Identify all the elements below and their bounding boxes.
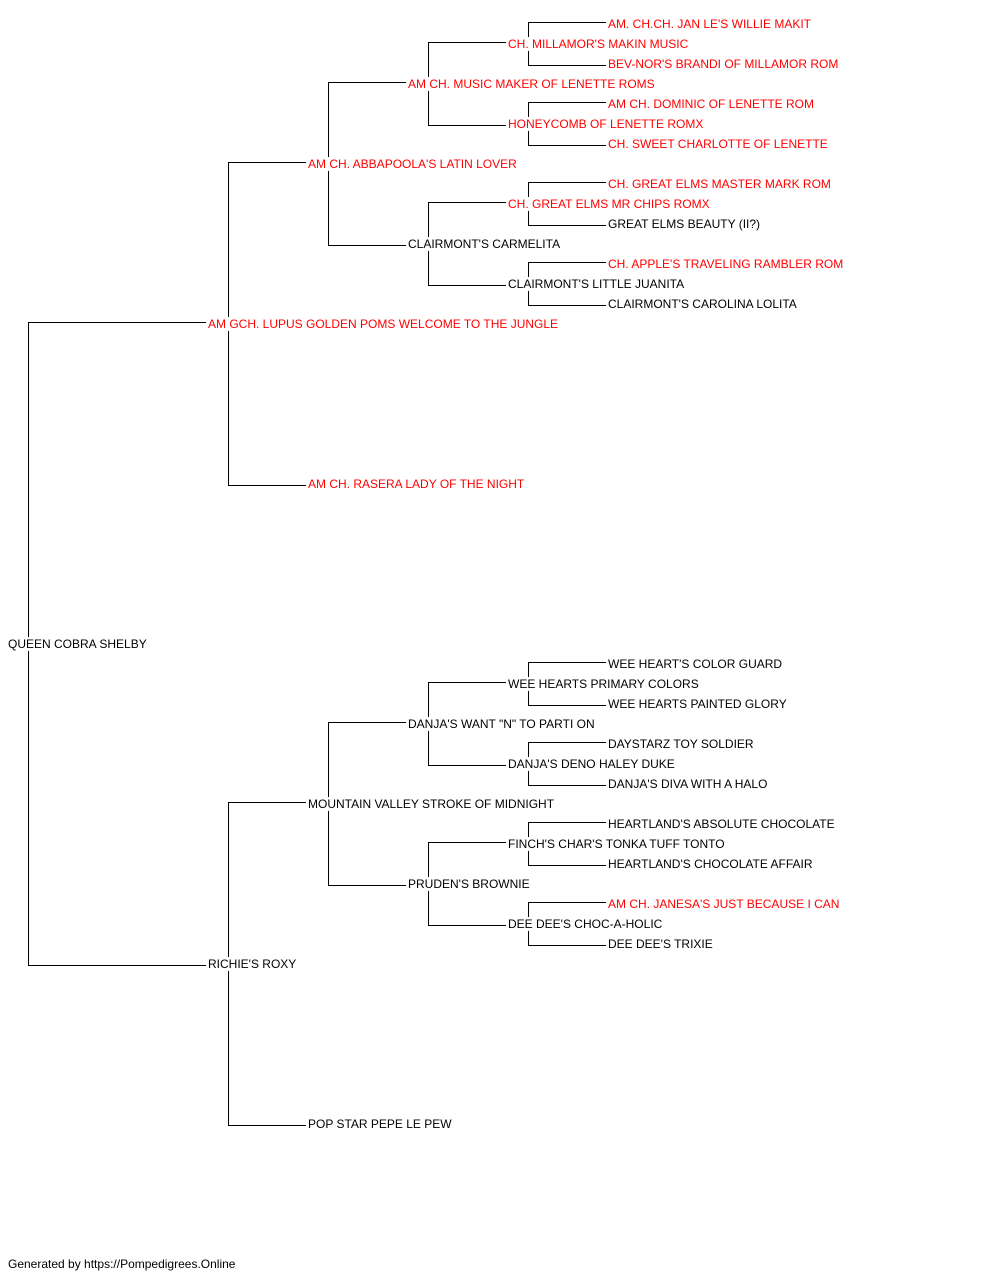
gen5-ancestor: AM CH. JANESA'S JUST BECAUSE I CAN <box>607 897 841 911</box>
gen5-ancestor: AM CH. DOMINIC OF LENETTE ROM <box>607 97 816 111</box>
ds-sire: DANJA'S WANT "N" TO PARTI ON <box>407 717 596 731</box>
sire: AM GCH. LUPUS GOLDEN POMS WELCOME TO THE… <box>207 317 560 331</box>
gen5-ancestor: WEE HEART'S COLOR GUARD <box>607 657 784 671</box>
ss-dam: CLAIRMONT'S CARMELITA <box>407 237 562 251</box>
sss-sire: CH. MILLAMOR'S MAKIN MUSIC <box>507 37 690 51</box>
ds-dam: PRUDEN'S BROWNIE <box>407 877 531 891</box>
gen5-ancestor: DANJA'S DIVA WITH A HALO <box>607 777 769 791</box>
gen5-ancestor: CH. SWEET CHARLOTTE OF LENETTE <box>607 137 829 151</box>
sire-dam: AM CH. RASERA LADY OF THE NIGHT <box>307 477 526 491</box>
gen5-ancestor: CH. GREAT ELMS MASTER MARK ROM <box>607 177 832 191</box>
gen5-ancestor: BEV-NOR'S BRANDI OF MILLAMOR ROM <box>607 57 840 71</box>
gen5-ancestor: DEE DEE'S TRIXIE <box>607 937 714 951</box>
ssd-sire: CH. GREAT ELMS MR CHIPS ROMX <box>507 197 711 211</box>
gen5-ancestor: CLAIRMONT'S CAROLINA LOLITA <box>607 297 798 311</box>
gen5-ancestor: HEARTLAND'S CHOCOLATE AFFAIR <box>607 857 814 871</box>
dsd-sire: FINCH'S CHAR'S TONKA TUFF TONTO <box>507 837 726 851</box>
gen5-ancestor: AM. CH.CH. JAN LE'S WILLIE MAKIT <box>607 17 812 31</box>
subject-dog: QUEEN COBRA SHELBY <box>7 637 148 651</box>
gen5-ancestor: CH. APPLE'S TRAVELING RAMBLER ROM <box>607 257 845 271</box>
dsd-dam: DEE DEE'S CHOC-A-HOLIC <box>507 917 664 931</box>
dss-sire: WEE HEARTS PRIMARY COLORS <box>507 677 700 691</box>
sss-dam: HONEYCOMB OF LENETTE ROMX <box>507 117 705 131</box>
gen5-ancestor: DAYSTARZ TOY SOLDIER <box>607 737 755 751</box>
dam-sire: MOUNTAIN VALLEY STROKE OF MIDNIGHT <box>307 797 556 811</box>
sire-sire: AM CH. ABBAPOOLA'S LATIN LOVER <box>307 157 518 171</box>
generator-credit: Generated by https://Pompedigrees.Online <box>8 1257 236 1271</box>
dam-dam: POP STAR PEPE LE PEW <box>307 1117 453 1131</box>
dss-dam: DANJA'S DENO HALEY DUKE <box>507 757 676 771</box>
ssd-dam: CLAIRMONT'S LITTLE JUANITA <box>507 277 686 291</box>
ss-sire: AM CH. MUSIC MAKER OF LENETTE ROMS <box>407 77 656 91</box>
dam: RICHIE'S ROXY <box>207 957 298 971</box>
gen5-ancestor: WEE HEARTS PAINTED GLORY <box>607 697 788 711</box>
gen5-ancestor: HEARTLAND'S ABSOLUTE CHOCOLATE <box>607 817 836 831</box>
gen5-ancestor: GREAT ELMS BEAUTY (II?) <box>607 217 762 231</box>
